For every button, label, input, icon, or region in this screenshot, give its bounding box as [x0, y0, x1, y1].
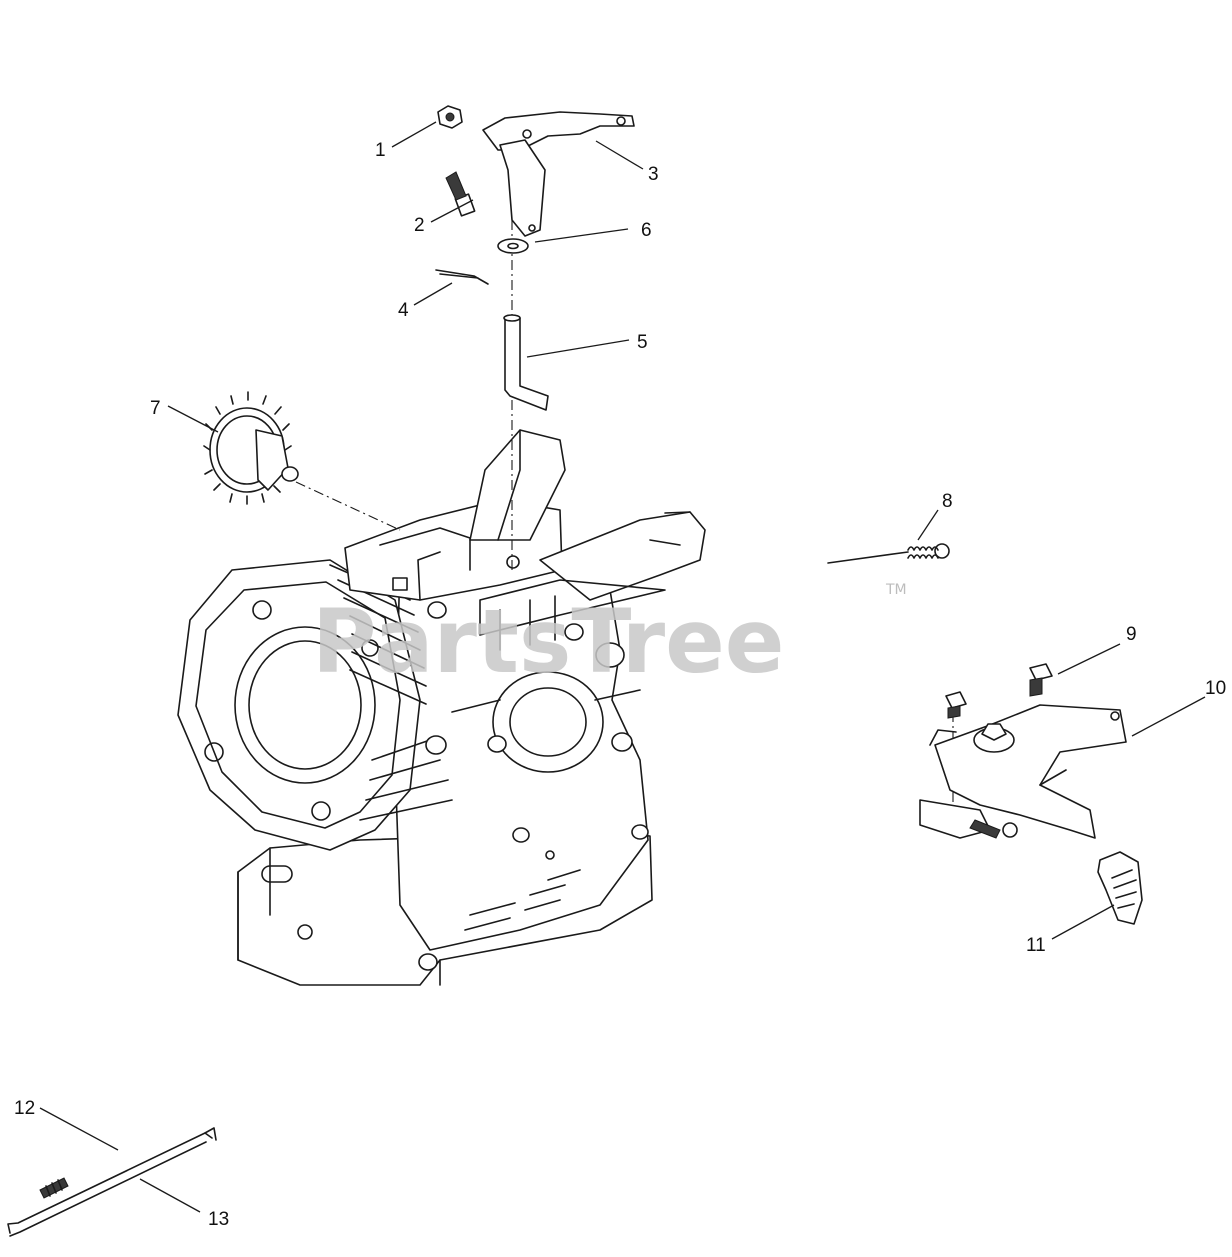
callout-6: 6: [641, 220, 652, 241]
part-9-bolt: [1029, 663, 1053, 697]
part-4-pin: [435, 269, 489, 285]
callout-4: 4: [398, 300, 409, 321]
callout-7: 7: [150, 398, 161, 419]
part-12-link-rod: [7, 1127, 217, 1237]
part-2-screw: [445, 171, 476, 217]
part-7-governor-gear: [203, 391, 299, 505]
part-10-control-bracket: [919, 691, 1127, 839]
part-11-knob: [1097, 851, 1143, 925]
part-1-nut: [437, 105, 463, 129]
callout-9: 9: [1126, 624, 1137, 645]
callout-8: 8: [942, 491, 953, 512]
callout-2: 2: [414, 215, 425, 236]
part-13-spring: [39, 1177, 69, 1199]
axis-gear: [295, 481, 401, 531]
watermark-text: PartsTree: [312, 590, 784, 693]
callout-1: 1: [375, 140, 386, 161]
engine-block: [177, 429, 706, 986]
callout-10: 10: [1205, 678, 1226, 699]
leader-lines: [39, 121, 1206, 1213]
callout-5: 5: [637, 332, 648, 353]
part-3-governor-lever: [482, 111, 635, 237]
callout-12: 12: [14, 1098, 35, 1119]
part-6-washer: [497, 238, 529, 254]
part-8-spring: [827, 543, 950, 564]
callout-3: 3: [648, 164, 659, 185]
callout-11: 11: [1026, 935, 1046, 956]
part-5-shaft: [503, 314, 549, 411]
callout-13: 13: [208, 1209, 229, 1230]
watermark-trademark: TM: [885, 582, 907, 598]
